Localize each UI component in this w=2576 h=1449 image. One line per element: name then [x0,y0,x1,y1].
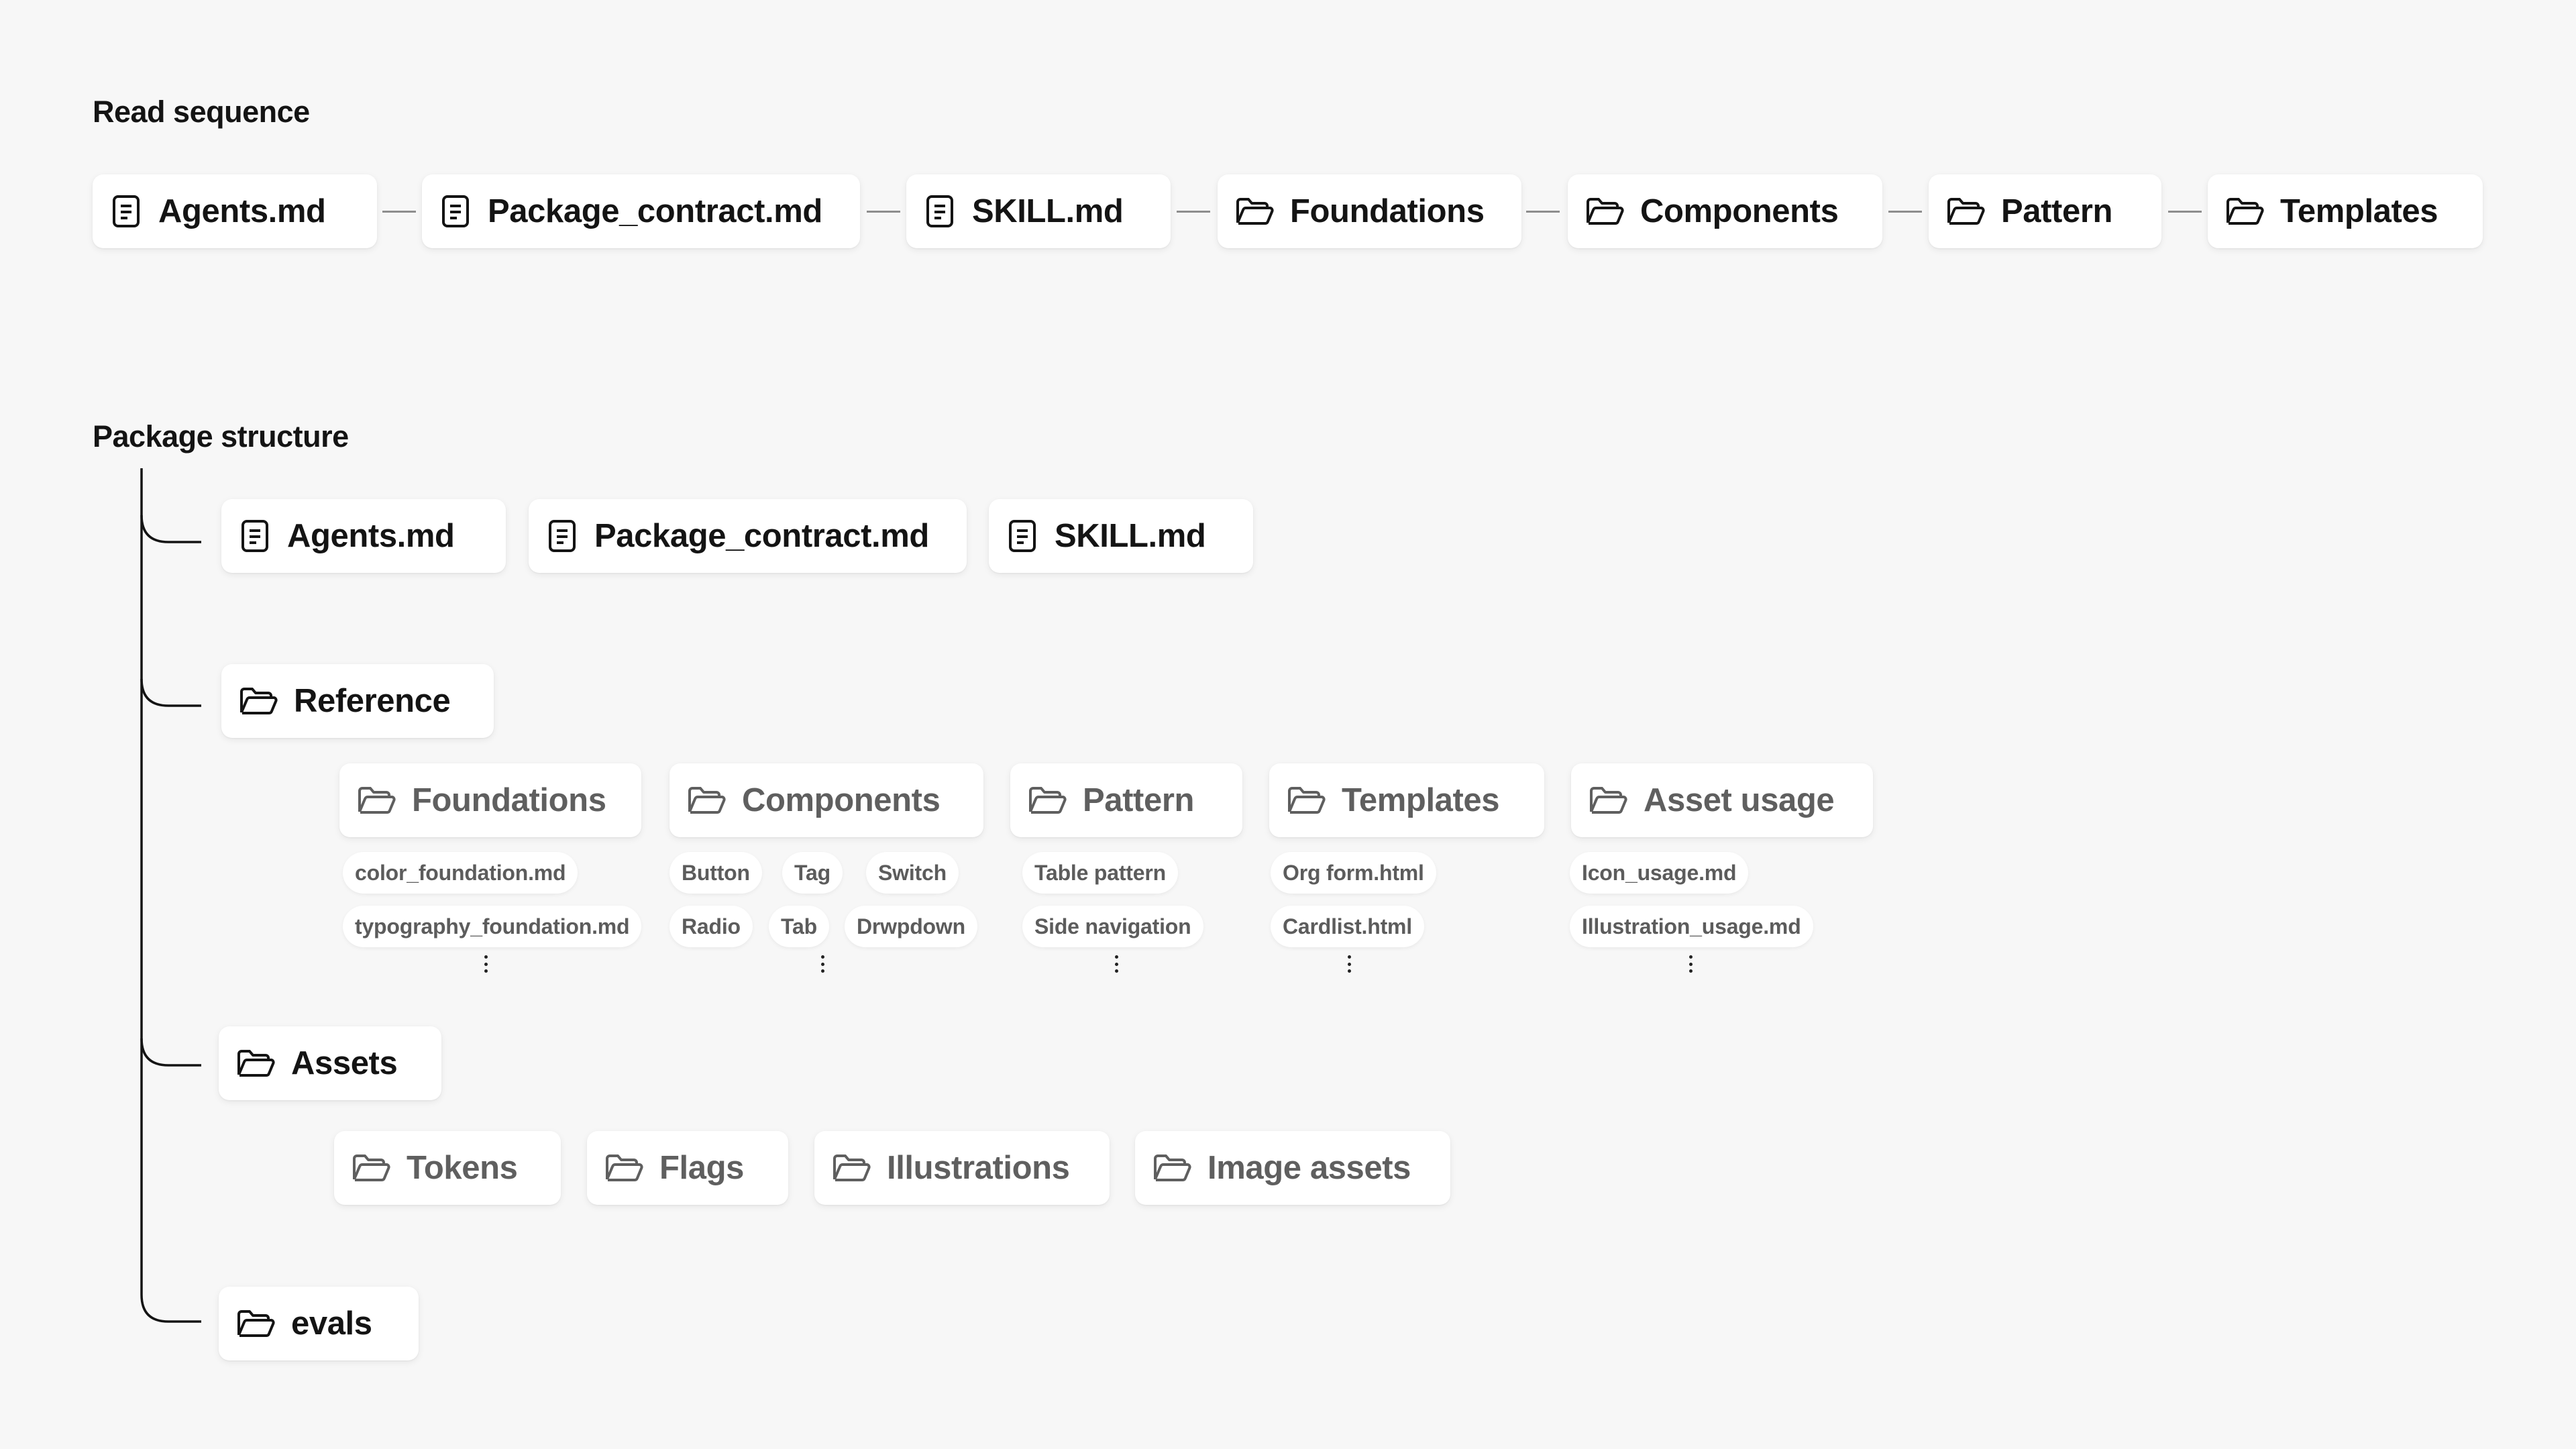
file-icon [924,194,956,229]
folder-reference[interactable]: Reference [221,664,494,738]
chip-label: Package_contract.md [594,518,929,554]
folder-icon [832,1152,871,1183]
component-tag[interactable]: Switch [866,852,959,894]
sequence-step-pattern[interactable]: Pattern [1929,174,2161,248]
folder-icon [1946,196,1985,227]
chip-label: SKILL.md [1055,518,1206,554]
chip-label: Components [742,782,941,818]
sequence-connector [1888,211,1922,213]
component-tag[interactable]: Tab [769,906,829,947]
asset-usage-tag[interactable]: Icon_usage.md [1570,852,1749,894]
chip-label: Pattern [1083,782,1195,818]
chip-label: Image assets [1208,1150,1411,1186]
package-structure-title: Package structure [93,419,349,453]
file-tag[interactable]: typography_foundation.md [343,906,642,947]
more-icon[interactable] [1114,955,1119,973]
folder-icon [687,785,726,816]
reference-folder-pattern[interactable]: Pattern [1010,763,1242,837]
root-file-package-contract[interactable]: Package_contract.md [529,499,967,573]
sequence-connector [1177,211,1210,213]
sequence-step-components[interactable]: Components [1568,174,1882,248]
file-icon [1006,519,1038,553]
chip-label: Templates [2280,193,2438,229]
folder-icon [1235,196,1274,227]
component-tag[interactable]: Drwpdown [845,906,977,947]
chip-label: Foundations [412,782,606,818]
assets-folder-image-assets[interactable]: Image assets [1135,1131,1450,1205]
folder-icon [236,1308,275,1339]
chip-label: Agents.md [158,193,326,229]
reference-folder-asset-usage[interactable]: Asset usage [1571,763,1873,837]
chip-label: evals [291,1305,372,1342]
template-tag[interactable]: Org form.html [1271,852,1436,894]
reference-folder-components[interactable]: Components [669,763,983,837]
chip-label: Reference [294,683,451,719]
read-sequence-title: Read sequence [93,95,310,129]
folder-icon [236,1048,275,1079]
folder-icon [239,686,278,716]
folder-evals[interactable]: evals [219,1287,419,1360]
assets-folder-flags[interactable]: Flags [587,1131,788,1205]
chip-label: Pattern [2001,193,2113,229]
folder-icon [1585,196,1624,227]
chip-label: Templates [1342,782,1500,818]
more-icon[interactable] [820,955,825,973]
sequence-step-agents[interactable]: Agents.md [93,174,377,248]
chip-label: Agents.md [287,518,455,554]
file-icon [239,519,271,553]
file-icon [110,194,142,229]
assets-folder-illustrations[interactable]: Illustrations [814,1131,1110,1205]
component-tag[interactable]: Tag [782,852,843,894]
tree-trunk [140,468,201,1323]
tree-branch-assets [140,1038,201,1067]
folder-icon [357,785,396,816]
sequence-step-skill[interactable]: SKILL.md [906,174,1171,248]
pattern-tag[interactable]: Table pattern [1022,852,1178,894]
tree-branch-root-files [140,515,201,543]
reference-folder-templates[interactable]: Templates [1269,763,1544,837]
pattern-tag[interactable]: Side navigation [1022,906,1203,947]
chip-label: Tokens [407,1150,518,1186]
chip-label: Flags [659,1150,744,1186]
assets-folder-tokens[interactable]: Tokens [334,1131,561,1205]
more-icon[interactable] [483,955,488,973]
sequence-step-templates[interactable]: Templates [2208,174,2483,248]
file-icon [439,194,472,229]
asset-usage-tag[interactable]: Illustration_usage.md [1570,906,1813,947]
chip-label: Package_contract.md [488,193,822,229]
chip-label: Assets [291,1045,398,1081]
tree-branch-reference [140,678,201,707]
file-tag[interactable]: color_foundation.md [343,852,578,894]
chip-label: Foundations [1290,193,1485,229]
chip-label: Components [1640,193,1839,229]
component-tag[interactable]: Button [669,852,762,894]
folder-icon [604,1152,643,1183]
folder-icon [352,1152,390,1183]
folder-icon [1589,785,1627,816]
more-icon[interactable] [1688,955,1693,973]
sequence-connector [867,211,900,213]
chip-label: Asset usage [1644,782,1835,818]
sequence-step-package-contract[interactable]: Package_contract.md [422,174,860,248]
chip-label: Illustrations [887,1150,1070,1186]
folder-icon [1152,1152,1191,1183]
sequence-connector [1526,211,1560,213]
file-icon [546,519,578,553]
sequence-connector [382,211,416,213]
template-tag[interactable]: Cardlist.html [1271,906,1424,947]
folder-icon [1287,785,1326,816]
folder-icon [2225,196,2264,227]
sequence-connector [2168,211,2202,213]
component-tag[interactable]: Radio [669,906,753,947]
more-icon[interactable] [1346,955,1352,973]
folder-icon [1028,785,1067,816]
chip-label: SKILL.md [972,193,1124,229]
sequence-step-foundations[interactable]: Foundations [1218,174,1521,248]
root-file-agents[interactable]: Agents.md [221,499,506,573]
root-file-skill[interactable]: SKILL.md [989,499,1253,573]
folder-assets[interactable]: Assets [219,1026,441,1100]
reference-folder-foundations[interactable]: Foundations [339,763,641,837]
